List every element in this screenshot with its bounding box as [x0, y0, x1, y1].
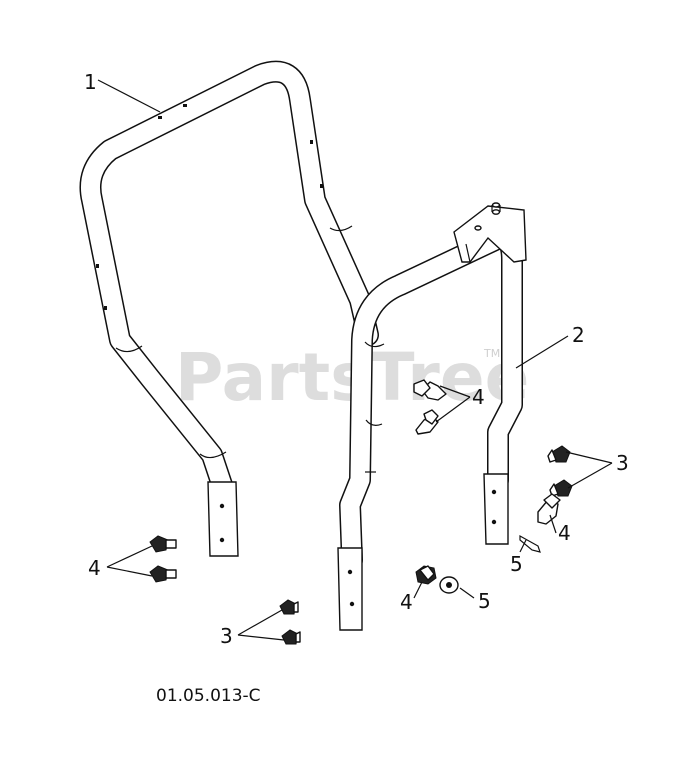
washer-part-5[interactable]	[439, 576, 459, 594]
callout-4-right: 4	[558, 521, 571, 545]
callout-2: 2	[572, 323, 585, 347]
callout-5-washer: 5	[478, 589, 491, 613]
watermark-trademark: TM	[483, 347, 500, 360]
screw-center-upper[interactable]	[413, 379, 447, 401]
callout-3-right: 3	[616, 451, 629, 475]
bolt-bottom-upper[interactable]	[279, 599, 299, 615]
bolt-right-lower[interactable]	[549, 479, 573, 497]
callout-1: 1	[84, 70, 97, 94]
nut-bottom[interactable]	[415, 565, 437, 585]
bolt-right-upper[interactable]	[547, 445, 571, 463]
callout-4-left: 4	[88, 556, 101, 580]
bolt-left-upper[interactable]	[149, 535, 177, 553]
bolt-bottom-lower[interactable]	[281, 629, 301, 645]
pin-right[interactable]	[537, 493, 561, 525]
upper-frame-part-1[interactable]	[79, 60, 379, 557]
drawing-code: 01.05.013-C	[156, 686, 261, 706]
callout-5-clip: 5	[510, 552, 523, 576]
callout-4-center: 4	[472, 385, 485, 409]
callout-4-bottom: 4	[400, 590, 413, 614]
leader-lines	[97, 79, 613, 641]
lower-frame-part-2[interactable]	[337, 202, 527, 631]
clip-part-5[interactable]	[519, 534, 541, 553]
bolt-left-lower[interactable]	[149, 565, 177, 583]
screw-center-lower[interactable]	[415, 409, 439, 435]
callout-3-bottom: 3	[220, 624, 233, 648]
